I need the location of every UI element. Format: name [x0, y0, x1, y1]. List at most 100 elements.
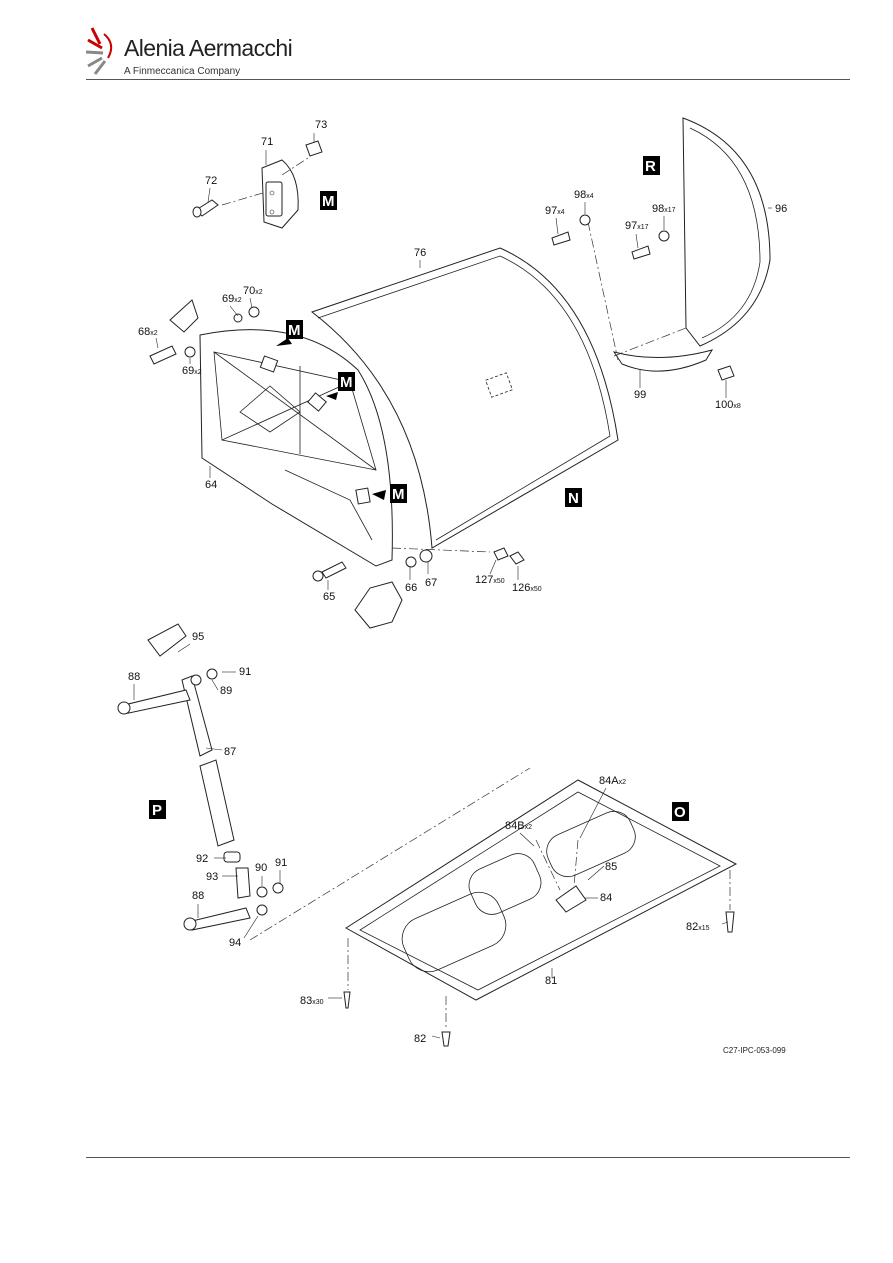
callout-number: 85	[605, 861, 617, 873]
view-marker-o: O	[672, 802, 689, 821]
callout-number: 88	[128, 671, 140, 683]
callout-leader-line	[155, 337, 159, 349]
callout-number: 96	[775, 203, 787, 215]
callout-quantity: x2	[194, 369, 202, 376]
callout-81: 81	[545, 968, 557, 987]
callout-87: 87	[205, 746, 236, 758]
callout-number: 69x2	[222, 293, 242, 305]
callout-quantity: x15	[698, 925, 709, 932]
callout-number: 71	[261, 136, 273, 148]
company-logo: Alenia Aermacchi A Finmeccanica Company	[85, 24, 306, 82]
callout-98a: 98x4	[574, 189, 594, 214]
callout-quantity: x2	[234, 297, 242, 304]
callout-leader-line	[431, 1035, 441, 1039]
callout-96: 96	[768, 203, 787, 215]
callout-quantity: x30	[312, 999, 323, 1006]
panel-96-drawing	[551, 117, 771, 381]
callout-number: 84	[600, 892, 612, 904]
callout-69b: 69x2	[182, 358, 202, 377]
callout-leader-line	[555, 217, 559, 235]
svg-text:O: O	[674, 804, 686, 821]
callout-71: 71	[261, 136, 273, 165]
strut-assembly-drawing	[117, 623, 284, 931]
callout-number: 90	[255, 862, 267, 874]
callout-number: 93	[206, 871, 218, 883]
callout-quantity: x17	[637, 224, 648, 231]
callout-number: 97x17	[625, 220, 649, 232]
callout-number: 70x2	[243, 285, 263, 297]
callout-quantity: x4	[586, 193, 594, 200]
callout-quantity: x2	[255, 289, 263, 296]
callout-number: 98x4	[574, 189, 594, 201]
svg-text:P: P	[152, 802, 162, 819]
callout-leader-line	[177, 643, 191, 653]
svg-text:M: M	[392, 486, 405, 503]
callout-number: 100x8	[715, 399, 741, 411]
view-marker-m-3: M	[338, 372, 355, 391]
callout-number: 95	[192, 631, 204, 643]
callout-number: 81	[545, 975, 557, 987]
callout-number: 97x4	[545, 205, 565, 217]
callout-88b: 88	[192, 890, 204, 918]
callout-number: 91	[275, 857, 287, 869]
bracket-71-drawing	[192, 140, 323, 229]
callout-leader-line	[721, 921, 729, 925]
callout-85: 85	[587, 861, 617, 881]
callout-127: 127x50	[475, 559, 505, 586]
callout-91b: 91	[275, 857, 287, 884]
callout-100: 100x8	[715, 380, 741, 411]
callout-number: 91	[239, 666, 251, 678]
callout-92: 92	[196, 853, 226, 865]
arrow-icon	[326, 392, 338, 400]
callout-number: 65	[323, 591, 335, 603]
callout-82a: 82x15	[686, 921, 729, 933]
callout-leader-line	[207, 187, 211, 203]
arrow-icon	[276, 338, 292, 346]
svg-text:M: M	[288, 322, 301, 339]
callout-64: 64	[205, 466, 217, 491]
callout-98b: 98x17	[652, 203, 676, 230]
view-marker-m-2: M	[286, 320, 303, 339]
callout-quantity: x4	[557, 209, 565, 216]
callout-90: 90	[255, 862, 267, 886]
callout-leader-line	[211, 679, 219, 691]
callout-89: 89	[211, 679, 232, 697]
callout-69a: 69x2	[222, 293, 242, 317]
callout-number: 76	[414, 247, 426, 259]
callout-66: 66	[405, 566, 417, 594]
callout-126: 126x50	[512, 566, 542, 594]
footer-rule	[86, 1157, 850, 1158]
callout-number: 84Ax2	[599, 775, 626, 787]
callout-73: 73	[313, 119, 327, 142]
callout-72: 72	[205, 175, 217, 203]
callout-91a: 91	[222, 666, 251, 678]
callout-67: 67	[425, 562, 437, 589]
callout-leader-line	[587, 865, 605, 881]
callout-70: 70x2	[243, 285, 263, 309]
callout-number: 64	[205, 479, 217, 491]
callout-number: 94	[229, 937, 241, 949]
callout-number: 67	[425, 577, 437, 589]
arrow-icon	[372, 490, 386, 500]
callout-leader-line	[229, 305, 239, 317]
callout-97a: 97x4	[545, 205, 565, 235]
callout-99: 99	[634, 370, 646, 401]
view-marker-p: P	[149, 800, 166, 819]
callout-quantity: x2	[150, 330, 158, 337]
callout-82b: 82	[414, 1033, 441, 1045]
callout-95: 95	[177, 631, 204, 653]
callout-quantity: x2	[525, 824, 533, 831]
callout-68: 68x2	[138, 326, 159, 349]
callout-leader-line	[635, 233, 639, 249]
callout-number: 82	[414, 1033, 426, 1045]
view-marker-n: N	[565, 488, 582, 507]
callout-number: 92	[196, 853, 208, 865]
callout-97b: 97x17	[625, 220, 649, 249]
callout-quantity: x17	[664, 207, 675, 214]
callout-leader-line	[519, 832, 535, 847]
callout-84: 84	[584, 892, 612, 904]
view-marker-m-1: M	[320, 191, 337, 210]
callout-number: 83x30	[300, 995, 324, 1007]
callout-number: 68x2	[138, 326, 158, 338]
